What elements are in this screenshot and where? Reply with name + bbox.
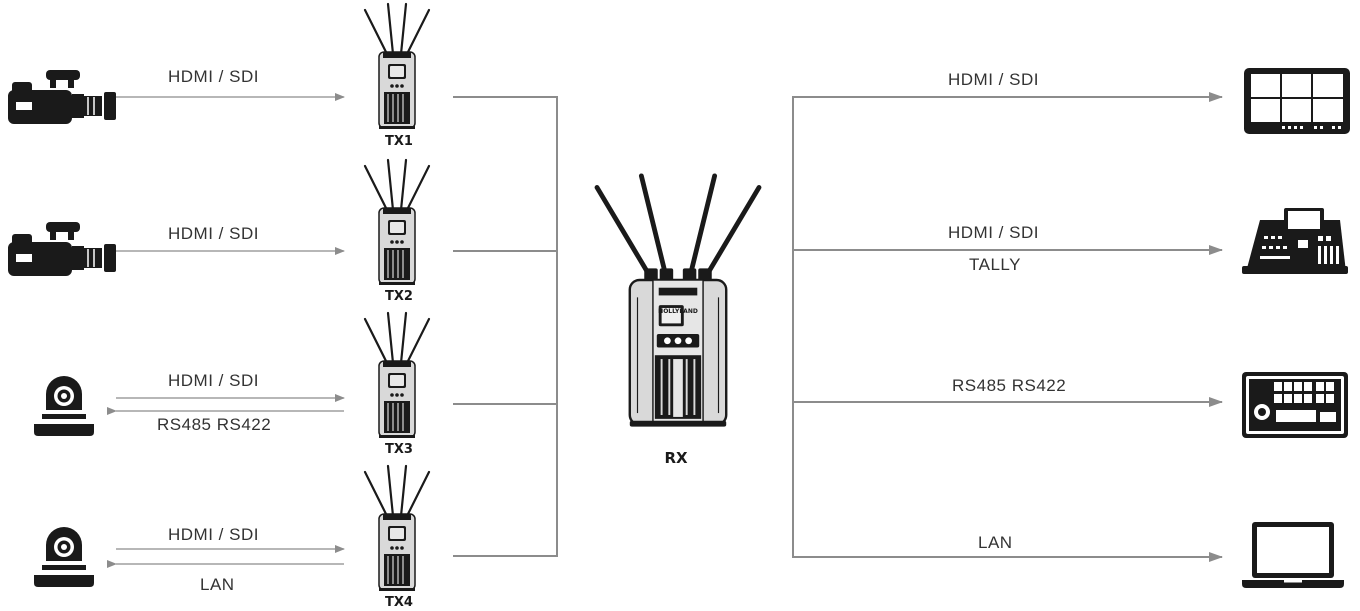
transmitter-label: TX4: [385, 595, 413, 610]
output-device-2: [1242, 208, 1348, 274]
camcorder-icon: [7, 69, 116, 125]
receiver-icon: [597, 176, 759, 427]
transmitter-1: TX1: [363, 2, 431, 149]
tx3-return-label: RS485 RS422: [157, 415, 271, 434]
transmitter-4: TX4: [363, 464, 431, 610]
output3-signal-label: RS485 RS422: [952, 376, 1066, 395]
transmitter-label: TX1: [385, 134, 413, 149]
video-switcher-icon: [1242, 208, 1348, 274]
transmitter-label: TX2: [385, 289, 413, 304]
transmitter-icon: [363, 464, 431, 593]
tx1-signal-label: HDMI / SDI: [168, 67, 259, 86]
ptz-camera-icon: [34, 376, 94, 436]
receiver-brand: HOLLYLAND: [658, 308, 698, 315]
source-device-1: [7, 69, 116, 125]
receiver-label: RX: [664, 449, 688, 467]
ptz-camera-icon: [34, 527, 94, 587]
tx3-signal-label: HDMI / SDI: [168, 371, 259, 390]
transmitter-icon: [363, 311, 431, 440]
tx4-return-label: LAN: [200, 575, 235, 594]
ptz-controller-icon: [1242, 372, 1348, 438]
tx2-signal-label: HDMI / SDI: [168, 224, 259, 243]
output-device-4: [1242, 522, 1344, 588]
output4-signal-label: LAN: [978, 533, 1013, 552]
output1-signal-label: HDMI / SDI: [948, 70, 1039, 89]
transmitter-label: TX3: [385, 442, 413, 457]
output-device-1: [1243, 67, 1351, 135]
monitor-icon: [1243, 67, 1351, 135]
transmitter-icon: [363, 2, 431, 131]
transmitter-2: TX2: [363, 158, 431, 304]
tx4-signal-label: HDMI / SDI: [168, 525, 259, 544]
source-device-3: [34, 376, 94, 436]
output2-signal-label: HDMI / SDI: [948, 223, 1039, 242]
transmitter-icon: [363, 158, 431, 287]
transmitter-3: TX3: [363, 311, 431, 457]
source-device-2: [7, 221, 116, 277]
camcorder-icon: [7, 221, 116, 277]
tx-to-rx-link: [453, 96, 558, 557]
output2-tally-label: TALLY: [969, 255, 1021, 274]
output-device-3: [1242, 372, 1348, 438]
source-device-4: [34, 527, 94, 587]
rx-to-output-link: [792, 92, 1223, 562]
receiver: HOLLYLAND RX: [597, 176, 759, 467]
laptop-icon: [1242, 522, 1344, 588]
